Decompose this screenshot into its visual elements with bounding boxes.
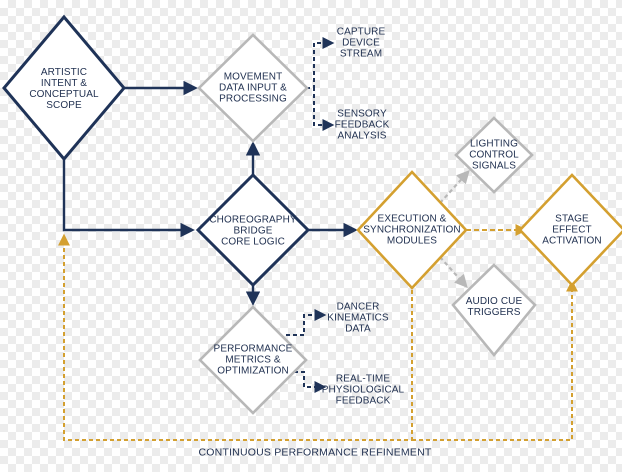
diamond-performance-metrics bbox=[198, 305, 308, 415]
nodes bbox=[2, 14, 622, 415]
diamond-movement-data bbox=[197, 33, 309, 143]
label-artistic-intent: ARTISTIC INTENT & CONCEPTUAL SCOPE bbox=[29, 67, 99, 111]
label-lighting-control: LIGHTING CONTROL SIGNALS bbox=[469, 138, 519, 172]
label-choreography-bridge: CHOREOGRAPHY BRIDGE CORE LOGIC bbox=[209, 214, 297, 248]
label-performance-metrics: PERFORMANCE METRICS & OPTIMIZATION bbox=[213, 343, 293, 377]
edge-exec-to-lighting bbox=[439, 170, 470, 204]
feedback-loop-label: CONTINUOUS PERFORMANCE REFINEMENT bbox=[198, 446, 432, 459]
feedback-loop-line bbox=[58, 233, 413, 441]
edge-intent-to-core bbox=[62, 160, 195, 238]
edge-to-physio bbox=[294, 371, 327, 393]
label-capture-device: CAPTURE DEVICE STREAM bbox=[336, 26, 386, 60]
diamond-choreography-bridge bbox=[195, 172, 311, 288]
diamond-audio-cue bbox=[451, 263, 537, 358]
label-execution-sync: EXECUTION & SYNCHRONIZATION MODULES bbox=[363, 213, 461, 247]
label-dancer-kinematics: DANCER KINEMATICS DATA bbox=[327, 301, 389, 335]
label-audio-cue: AUDIO CUE TRIGGERS bbox=[465, 296, 523, 318]
label-stage-effect: STAGE EFFECT ACTIVATION bbox=[542, 213, 602, 247]
navy-dashed-connectors bbox=[286, 37, 335, 393]
edge-exec-to-audio bbox=[439, 256, 468, 288]
label-movement-data: MOVEMENT DATA INPUT & PROCESSING bbox=[219, 71, 287, 105]
label-sensory-feedback: SENSORY FEEDBACK ANALYSIS bbox=[334, 108, 390, 142]
label-realtime-physio: REAL-TIME PHYSIOLOGICAL FEEDBACK bbox=[321, 373, 405, 407]
diamond-execution-sync bbox=[356, 170, 468, 290]
gold-connectors bbox=[58, 224, 578, 441]
edge-to-kinematics bbox=[286, 309, 327, 336]
diamond-stage-effect bbox=[518, 173, 622, 287]
diamond-lighting-control bbox=[454, 116, 534, 194]
diamond-artistic-intent bbox=[2, 14, 126, 162]
edge-to-sensory bbox=[306, 87, 335, 131]
edge-to-capture bbox=[306, 37, 335, 89]
navy-connectors bbox=[62, 80, 358, 306]
